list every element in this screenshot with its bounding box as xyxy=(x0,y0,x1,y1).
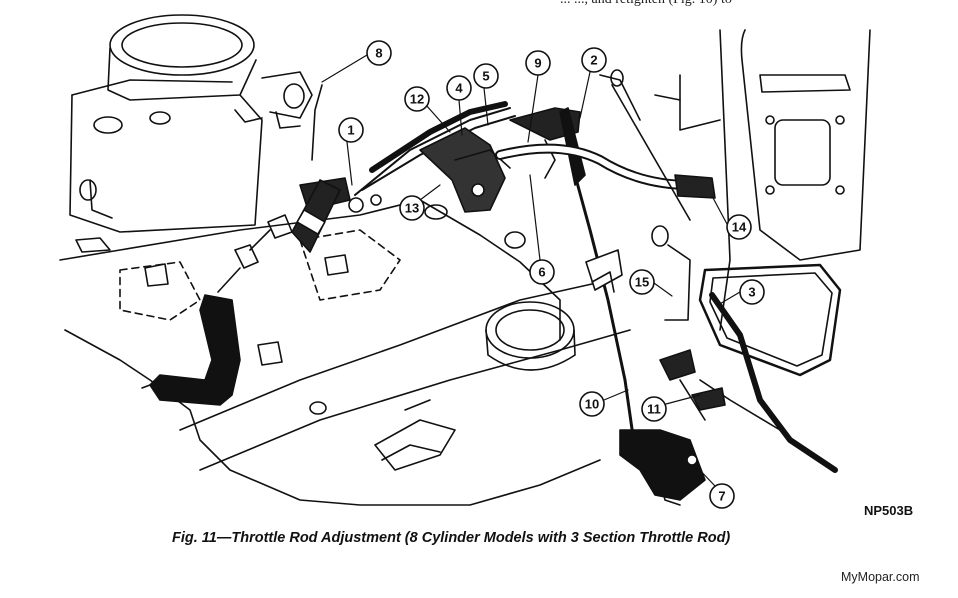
callout-label: 1 xyxy=(347,123,354,138)
carburetor xyxy=(69,14,313,253)
callout-label: 4 xyxy=(455,81,463,96)
throttle-rod xyxy=(354,101,516,213)
callout-label: 5 xyxy=(482,69,489,84)
callout-label: 13 xyxy=(405,201,419,216)
callout-7: 7 xyxy=(709,483,735,509)
callout-label: 9 xyxy=(534,56,541,71)
callout-2: 2 xyxy=(581,47,607,73)
callout-15: 15 xyxy=(629,269,655,295)
callout-8: 8 xyxy=(366,40,392,66)
choke-rod xyxy=(311,84,323,161)
callout-5: 5 xyxy=(473,63,499,89)
callout-group: 1 2 3 4 5 6 7 8 9 10 11 12 13 14 15 xyxy=(338,40,765,509)
callout-6: 6 xyxy=(529,259,555,285)
intake-manifold xyxy=(59,199,631,506)
callout-12: 12 xyxy=(404,86,430,112)
callout-label: 12 xyxy=(410,92,424,107)
oil-filler-tube xyxy=(485,301,576,371)
callout-9: 9 xyxy=(525,50,551,76)
callout-11: 11 xyxy=(641,396,667,422)
callout-label: 10 xyxy=(585,397,599,412)
throttle-lever xyxy=(291,177,382,253)
callout-14: 14 xyxy=(726,214,752,240)
header-text-fragment: ... ..., and retighten (Fig. 10) to xyxy=(560,0,732,8)
callout-10: 10 xyxy=(579,391,605,417)
figure-code: NP503B xyxy=(864,503,914,518)
watermark-text: MyMopar.com xyxy=(841,570,920,584)
transmission-lever xyxy=(619,225,726,506)
callout-label: 11 xyxy=(647,402,661,417)
accelerator-pedal xyxy=(698,263,842,473)
leader-lines xyxy=(321,54,741,487)
callout-13: 13 xyxy=(399,195,425,221)
callout-label: 15 xyxy=(635,275,649,290)
figure-caption: Fig. 11—Throttle Rod Adjustment (8 Cylin… xyxy=(172,530,731,546)
transmission-rod xyxy=(573,173,637,452)
callout-label: 6 xyxy=(538,265,545,280)
callout-label: 14 xyxy=(732,220,747,235)
callout-label: 7 xyxy=(718,489,725,504)
callout-label: 8 xyxy=(375,46,382,61)
throttle-cable-housing xyxy=(495,143,716,199)
callout-1: 1 xyxy=(338,117,364,143)
callout-3: 3 xyxy=(739,279,765,305)
callout-label: 3 xyxy=(748,285,755,300)
bellcrank-left xyxy=(141,214,293,406)
callout-label: 2 xyxy=(590,53,597,68)
callout-4: 4 xyxy=(446,75,472,101)
